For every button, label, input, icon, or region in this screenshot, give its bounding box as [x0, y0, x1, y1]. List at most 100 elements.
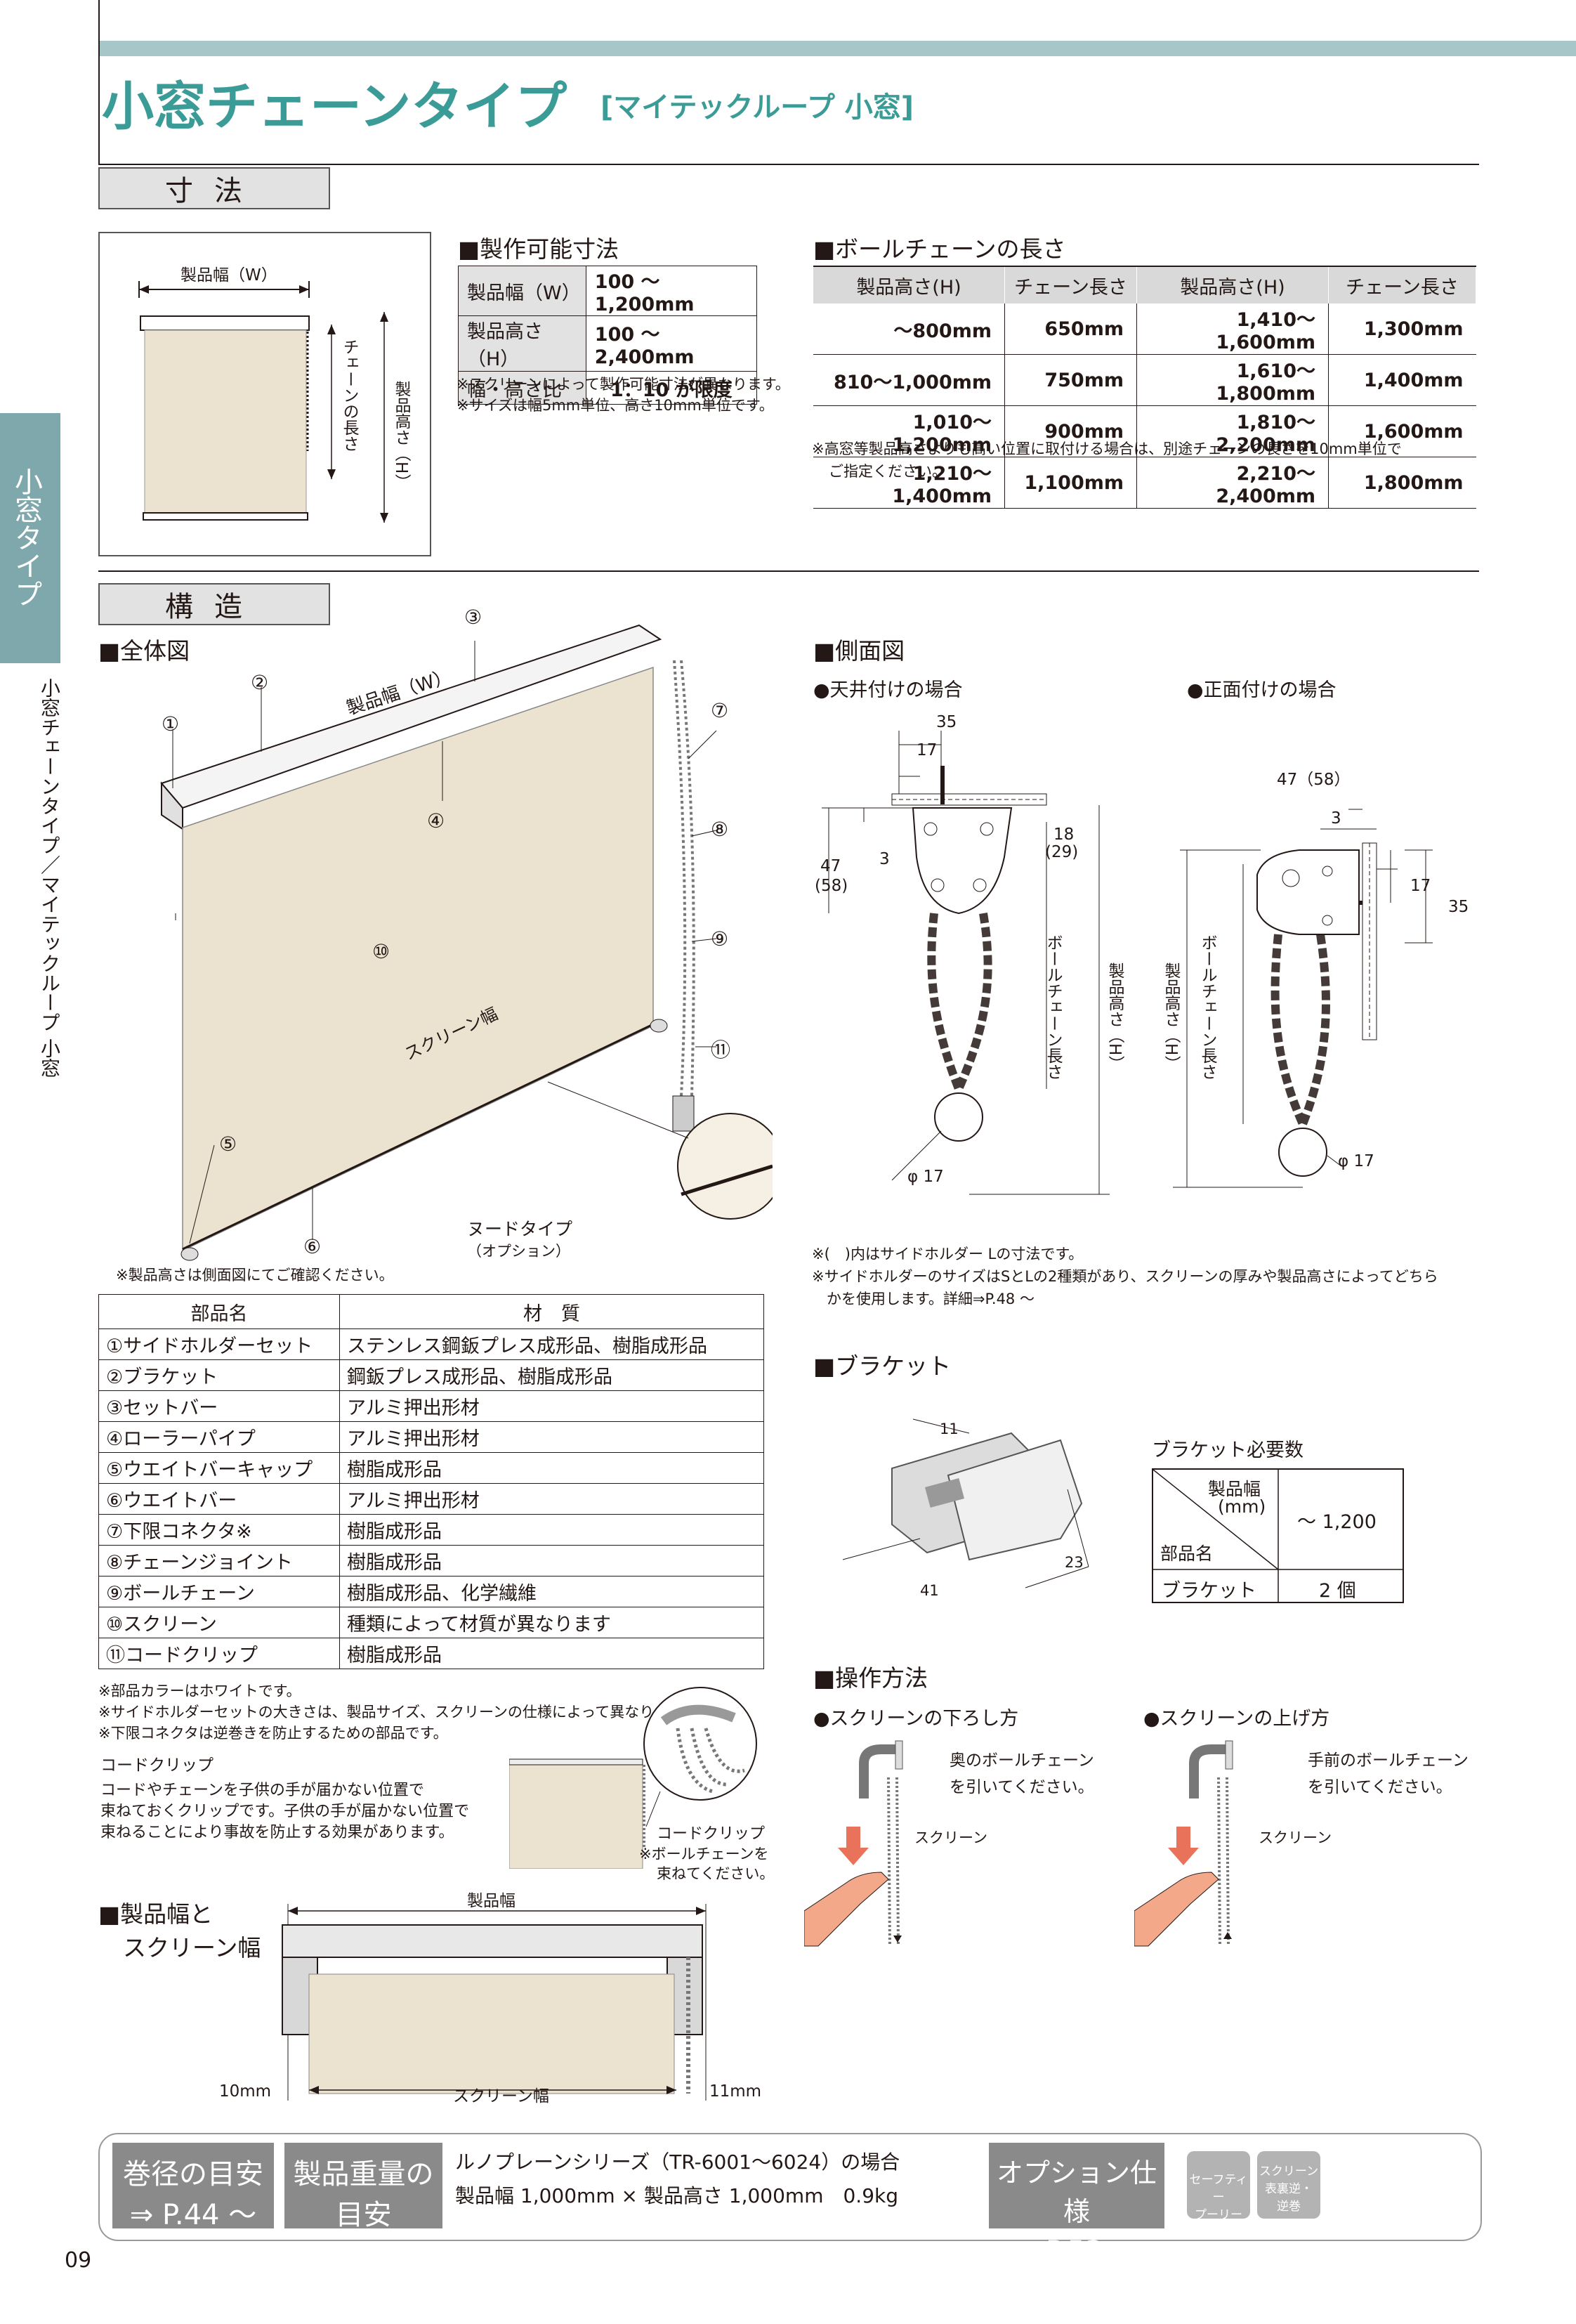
- operation-lower-title: ●スクリーンの下ろし方: [813, 1708, 1019, 1730]
- side-dim-58: (58): [815, 877, 848, 895]
- table-row: ⑦下限コネクタ※樹脂成形品: [98, 1514, 764, 1546]
- operation-lower-illustration: [804, 1740, 903, 1947]
- side-dim-29: (29): [1045, 843, 1079, 861]
- chain-note-2: ご指定ください。: [829, 463, 947, 480]
- table-row: ③セットバーアルミ押出形材: [98, 1390, 764, 1422]
- part-number-5: ⑤: [219, 1132, 237, 1156]
- footer-box: [98, 2133, 1482, 2241]
- widths-diagram: [282, 1904, 707, 2101]
- dim-height-label: 製品高さ（H）: [392, 381, 410, 490]
- bracket-hdr-top: 製品幅: [1208, 1479, 1261, 1499]
- part-number-9: ⑨: [711, 927, 729, 951]
- operation-raise-illustration: [1134, 1740, 1233, 1947]
- side-vertical-text: 小窓チェーンタイプ／マイテックループ 小窓: [38, 678, 61, 1078]
- cordclip-note-1: ※ボールチェーンを: [639, 1846, 769, 1862]
- parts-note-3: ※下限コネクタは逆巻きを防止するための部品です。: [98, 1725, 448, 1742]
- part-number-11: ⑪: [711, 1038, 731, 1062]
- side-chain-label: ボールチェーン長さ: [1044, 934, 1062, 1080]
- front-dim-47-58: 47（58）: [1277, 771, 1351, 789]
- chain-heading: ■ボールチェーンの長さ: [813, 235, 1066, 263]
- dimension-diagram: 製品幅（W） チェーンの長さ 製品高さ（H）: [98, 232, 431, 556]
- front-dim-35: 35: [1448, 898, 1469, 916]
- front-dim-17: 17: [1410, 877, 1431, 895]
- spec-note-2: ※サイズは幅5mm単位、高さ10mm単位です。: [457, 397, 774, 414]
- header-band: [98, 41, 1576, 56]
- part-number-4: ④: [427, 809, 445, 833]
- part-number-8: ⑧: [711, 818, 729, 841]
- parts-note-2: ※サイドホルダーセットの大きさは、製品サイズ、スクリーンの仕様によって異なります…: [98, 1704, 697, 1721]
- side-tab: [0, 413, 60, 663]
- side-dim-47: 47: [820, 857, 841, 875]
- operation-raise-text-2: を引いてください。: [1308, 1778, 1452, 1796]
- cordclip-label: コードクリップ: [657, 1825, 766, 1843]
- table-row: ⑪コードクリップ樹脂成形品: [98, 1638, 764, 1669]
- side-dim-3: 3: [879, 850, 890, 868]
- side-dim-35: 35: [936, 713, 957, 731]
- section-rule: [98, 570, 1479, 572]
- nude-type-label: ヌードタイプ: [467, 1219, 573, 1239]
- table-row: 製品幅（W）100 ～ 1,200mm: [458, 266, 758, 316]
- footer-weight-label: 製品重量の 目安: [284, 2143, 442, 2231]
- front-height-label: 製品高さ（H）: [1162, 962, 1180, 1072]
- table-row: ②ブラケット鋼鈑プレス成形品、樹脂成形品: [98, 1359, 764, 1391]
- widths-heading-2: スクリーン幅: [123, 1934, 261, 1961]
- chain-note-1: ※高窓等製品高さよりも高い位置に取付ける場合は、別途チェーンの長さを10mm単位…: [812, 440, 1402, 457]
- part-number-1: ①: [162, 712, 180, 736]
- bracket-table-title: ブラケット必要数: [1152, 1440, 1304, 1461]
- table-row: 製品高さ（H）100 ～ 2,400mm: [458, 315, 758, 372]
- operation-lower-text-2: を引いてください。: [950, 1778, 1094, 1796]
- part-number-10: ⑩: [372, 940, 390, 963]
- operation-raise-title: ●スクリーンの上げ方: [1143, 1708, 1330, 1730]
- table-row: ⑨ボールチェーン樹脂成形品、化学繊維: [98, 1576, 764, 1607]
- bracket-dim-11: 11: [940, 1421, 959, 1437]
- table-row: ⑧チェーンジョイント樹脂成形品: [98, 1545, 764, 1576]
- parts-table: 部品名材 質 ①サイドホルダーセットステンレス鋼鈑プレス成形品、樹脂成形品 ②ブ…: [98, 1294, 764, 1669]
- side-note-3: かを使用します。詳細⇒P.48 ～: [812, 1291, 1035, 1307]
- table-row: ⑩スクリーン種類によって材質が異なります: [98, 1607, 764, 1638]
- cordclip-line-3: 束ねることにより事故を防止する効果があります。: [100, 1824, 454, 1841]
- bracket-range: ～ 1,200: [1297, 1511, 1377, 1533]
- spec-heading: ■製作可能寸法: [458, 235, 619, 263]
- parts-note-1: ※部品カラーはホワイトです。: [98, 1683, 301, 1699]
- operation-heading: ■操作方法: [813, 1664, 928, 1692]
- cordclip-illustration: [509, 1687, 757, 1869]
- operation-lower-text-1: 奥のボールチェーン: [950, 1751, 1094, 1770]
- widths-left-gap: 10mm: [219, 2082, 272, 2101]
- widths-screen-label: スクリーン幅: [453, 2087, 549, 2106]
- bracket-row-label: ブラケット: [1162, 1580, 1256, 1602]
- widths-product-label: 製品幅: [467, 1892, 516, 1910]
- operation-raise-screen: スクリーン: [1259, 1829, 1332, 1846]
- operation-raise-text-1: 手前のボールチェーン: [1308, 1751, 1469, 1770]
- table-header-row: 製品高さ(H) チェーン長さ 製品高さ(H) チェーン長さ: [813, 266, 1476, 303]
- front-dim-3: 3: [1331, 809, 1341, 828]
- bracket-dim-41: 41: [920, 1582, 939, 1599]
- table-header-row: 部品名材 質: [98, 1294, 764, 1329]
- part-number-3: ③: [464, 606, 482, 629]
- widths-right-gap: 11mm: [709, 2082, 762, 2101]
- side-height-label: 製品高さ（H）: [1105, 962, 1124, 1072]
- spec-table: 製品幅（W）100 ～ 1,200mm 製品高さ（H）100 ～ 2,400mm…: [458, 266, 758, 405]
- footer-option-button[interactable]: オプション仕様 ⇒ P.53 ～: [989, 2143, 1164, 2268]
- cordclip-line-2: 束ねておくクリップです。子供の手が届かない位置で: [100, 1803, 470, 1820]
- footer-weight-line-1: ルノプレーンシリーズ（TR-6001～6024）の場合: [455, 2150, 900, 2174]
- front-chain-label: ボールチェーン長さ: [1198, 934, 1216, 1080]
- bracket-illustration: [842, 1418, 1089, 1588]
- dim-width-label: 製品幅（W）: [180, 266, 277, 285]
- table-row: ④ローラーパイプアルミ押出形材: [98, 1421, 764, 1453]
- side-heading: ■側面図: [813, 637, 905, 665]
- page-subtitle: [マイテックループ 小窓]: [600, 91, 914, 124]
- operation-lower-screen: スクリーン: [914, 1829, 987, 1846]
- bracket-hdr-bottom: 部品名: [1160, 1543, 1214, 1564]
- footer-chip-safety[interactable]: セーフティー プーリー: [1187, 2151, 1250, 2222]
- cordclip-line-1: コードやチェーンを子供の手が届かない位置で: [100, 1782, 424, 1799]
- side-front-title: ●正面付けの場合: [1187, 679, 1337, 701]
- bracket-heading: ■ブラケット: [813, 1352, 952, 1380]
- footer-weight-line-2: 製品幅 1,000mm × 製品高さ 1,000mm 0.9kg: [455, 2184, 898, 2207]
- footer-chip-reverse[interactable]: スクリーン 表裏逆・ 逆巻: [1257, 2151, 1320, 2219]
- footer-winding-button[interactable]: 巻径の目安 ⇒ P.44 ～: [112, 2143, 274, 2231]
- side-view-front: [1173, 809, 1433, 1188]
